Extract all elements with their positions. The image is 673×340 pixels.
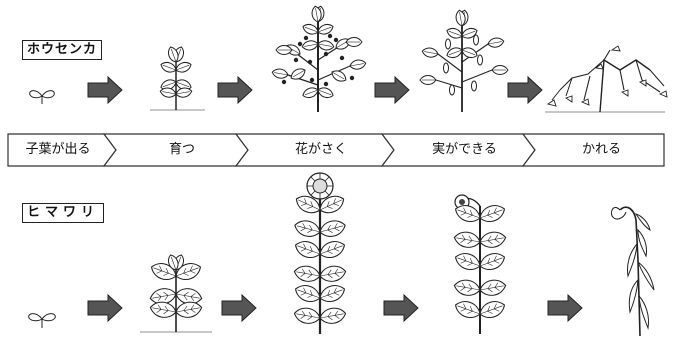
arrow-icon — [221, 294, 257, 322]
stage-labels: 子葉が出る 育つ 花がさく 実ができる かれる — [8, 133, 668, 167]
arrow-icon — [87, 76, 123, 104]
himawari-seedling-icon — [28, 313, 56, 328]
stage-label-grow: 育つ — [168, 142, 195, 157]
stage-label-bloom: 花がさく — [294, 142, 347, 157]
arrow-icon — [217, 76, 253, 104]
stage-label-sprout: 子葉が出る — [25, 142, 91, 157]
houseka-fruiting-plant-icon — [419, 8, 509, 112]
arrow-icon — [507, 76, 543, 104]
houseka-withered-plant-icon — [545, 45, 668, 113]
stage-label-fruit: 実ができる — [432, 142, 497, 157]
houseka-flowering-plant-icon — [270, 4, 368, 112]
himawari-young-plant-icon — [140, 252, 212, 333]
stage-label-wither: かれる — [581, 142, 621, 157]
himawari-flowering-plant-icon — [292, 172, 348, 334]
houseka-young-plant-icon — [150, 44, 205, 111]
himawari-withered-plant-icon — [610, 206, 655, 337]
arrow-icon — [87, 294, 123, 322]
arrow-icon — [547, 294, 583, 322]
houseka-seedling-icon — [29, 90, 55, 104]
arrow-icon — [374, 76, 410, 104]
arrow-icon — [383, 294, 419, 322]
row-label-houseka: ホウセンカ — [22, 40, 103, 60]
row-label-himawari: ヒマワリ — [22, 203, 105, 223]
himawari-fruiting-plant-icon — [452, 194, 508, 334]
stage-chevron-bar — [7, 133, 665, 167]
